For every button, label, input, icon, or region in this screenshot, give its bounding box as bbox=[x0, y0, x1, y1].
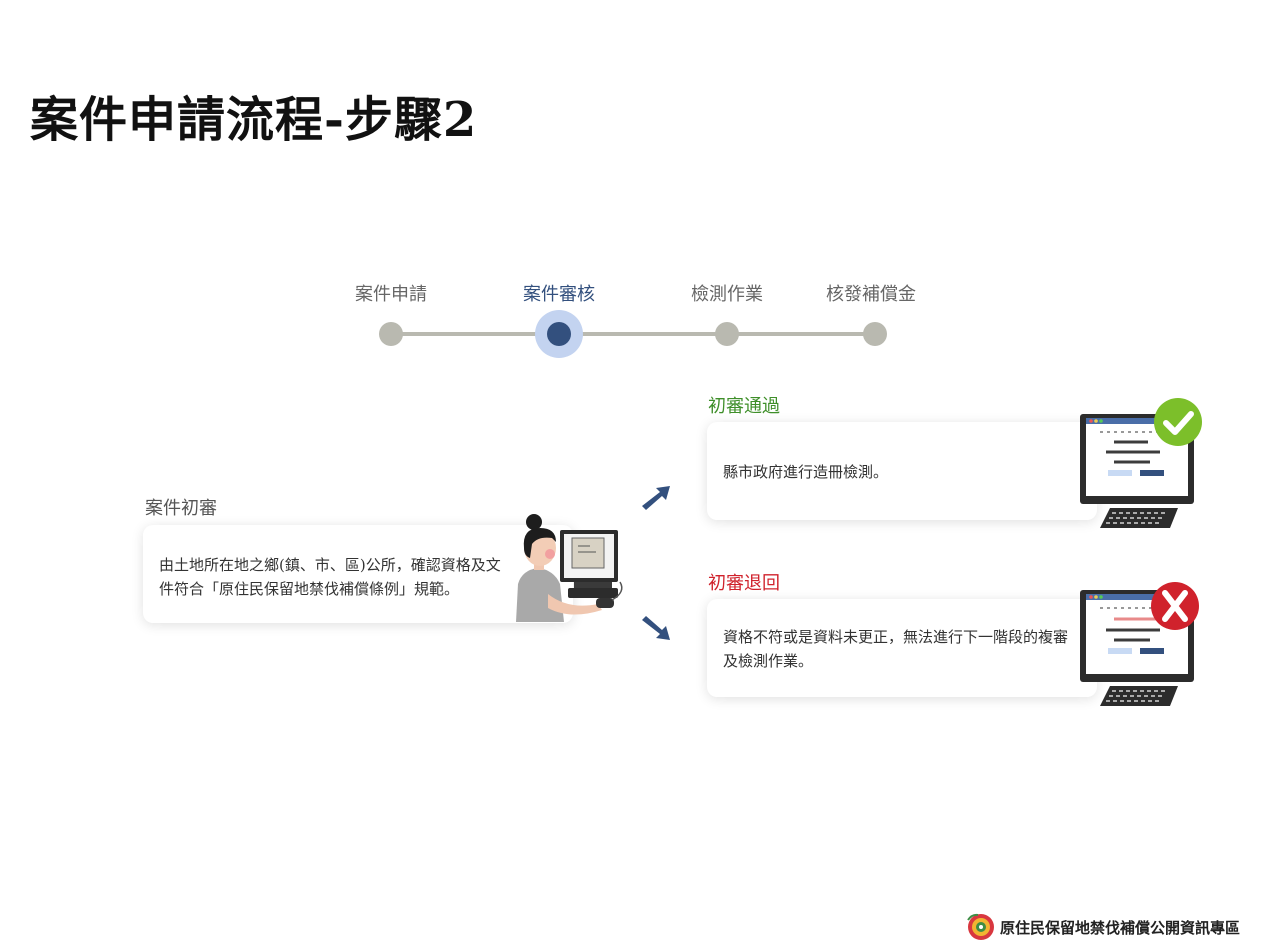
reject-body: 資格不符或是資料未更正，無法進行下一階段的複審及檢測作業。 bbox=[723, 628, 1069, 670]
pass-body: 縣市政府進行造冊檢測。 bbox=[723, 463, 889, 481]
step-label-1: 案件申請 bbox=[355, 284, 427, 305]
page-title: 案件申請流程-步驟2 bbox=[30, 92, 478, 148]
arrow-up-right-icon bbox=[642, 486, 670, 510]
step-dot-2-current[interactable] bbox=[535, 310, 583, 358]
pass-heading: 初審通過 bbox=[708, 396, 780, 417]
laptop-approved-icon bbox=[1080, 398, 1202, 528]
agency-logo-icon bbox=[967, 913, 994, 940]
step-dot-3[interactable] bbox=[715, 322, 739, 346]
initial-review-body: 由土地所在地之鄉(鎮、市、區)公所，確認資格及文件符合「原住民保留地禁伐補償條例… bbox=[159, 556, 501, 598]
pass-card: 縣市政府進行造冊檢測。 bbox=[707, 422, 1097, 520]
laptop-rejected-icon bbox=[1080, 582, 1199, 706]
step-dot-4[interactable] bbox=[863, 322, 887, 346]
stepper-track bbox=[391, 332, 875, 336]
step-dot-1[interactable] bbox=[379, 322, 403, 346]
initial-review-card: 由土地所在地之鄉(鎮、市、區)公所，確認資格及文件符合「原住民保留地禁伐補償條例… bbox=[143, 525, 573, 623]
process-stepper: 案件申請 案件審核 檢測作業 核發補償金 bbox=[340, 276, 940, 366]
step-label-3: 檢測作業 bbox=[691, 284, 763, 305]
reviewer-illustration bbox=[516, 514, 623, 622]
footer-site-name: 原住民保留地禁伐補償公開資訊專區 bbox=[1000, 919, 1241, 937]
arrow-down-right-icon bbox=[642, 616, 670, 640]
reject-heading: 初審退回 bbox=[708, 573, 780, 594]
step-label-4: 核發補償金 bbox=[826, 284, 916, 305]
initial-review-heading: 案件初審 bbox=[145, 498, 217, 519]
reject-card: 資格不符或是資料未更正，無法進行下一階段的複審及檢測作業。 bbox=[707, 599, 1097, 697]
step-label-2: 案件審核 bbox=[523, 284, 595, 305]
